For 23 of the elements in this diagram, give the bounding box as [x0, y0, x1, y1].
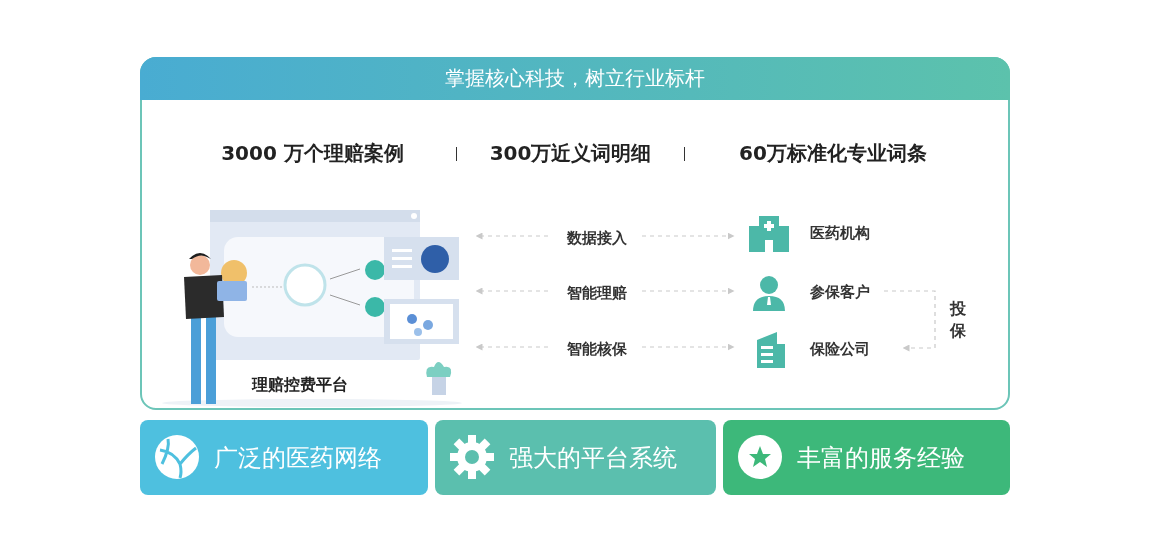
card-background [140, 57, 1010, 410]
arrow [641, 232, 735, 240]
arrow [641, 287, 735, 295]
statistic-text: 60万标准化专业词条 [738, 140, 928, 167]
arrow [475, 343, 549, 351]
platform-name: 理赔控费平台 [252, 375, 348, 396]
entity-name: 参保客户 [810, 283, 870, 302]
arrow [883, 290, 936, 352]
statistic-text: 300万近义词明细 [488, 140, 653, 167]
statistic-text: 3000 万个理赔案例 [220, 140, 405, 167]
feature-tile [435, 420, 716, 495]
tile-title: 强大的平台系统 [509, 443, 677, 474]
arrow [475, 287, 549, 295]
arrow [475, 232, 549, 240]
arrow [641, 343, 735, 351]
feature-tile [140, 420, 428, 495]
entity-name: 保险公司 [810, 340, 870, 359]
edge-label: 投保 [949, 297, 967, 342]
feature-tile [723, 420, 1010, 495]
tile-title: 丰富的服务经验 [797, 443, 965, 474]
entity-name: 医药机构 [810, 224, 870, 243]
header-banner: 掌握核心科技，树立行业标杆 [140, 57, 1010, 100]
tile-title: 广泛的医药网络 [214, 443, 382, 474]
